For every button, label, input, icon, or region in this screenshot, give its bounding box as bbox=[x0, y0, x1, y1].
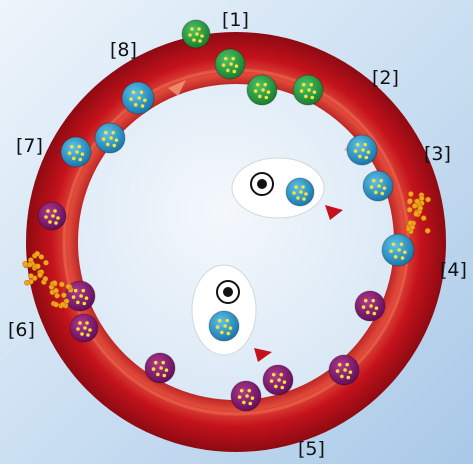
merozoite-dot bbox=[43, 260, 48, 265]
merozoite-dot bbox=[408, 191, 413, 196]
merozoite-dot bbox=[23, 261, 28, 266]
blue-cell bbox=[363, 171, 393, 201]
green-cell bbox=[182, 20, 210, 48]
merozoite-dot bbox=[421, 216, 426, 221]
purple-cell bbox=[231, 381, 261, 411]
merozoite-dot bbox=[35, 264, 40, 269]
merozoite-dot bbox=[24, 280, 29, 285]
green-cell bbox=[293, 75, 323, 105]
purple-cell bbox=[355, 291, 385, 321]
stage-label-3: [3] bbox=[424, 143, 451, 165]
purple-cell bbox=[145, 353, 175, 383]
stage-label-6: [6] bbox=[8, 319, 35, 341]
merozoite-dot bbox=[53, 288, 58, 293]
merozoite-dot bbox=[415, 199, 420, 204]
stage-label-1: [1] bbox=[222, 9, 249, 31]
green-cell bbox=[215, 49, 245, 79]
purple-cell bbox=[38, 202, 66, 230]
blue-cell bbox=[286, 178, 314, 206]
merozoite-dot bbox=[53, 302, 58, 307]
merozoite-dot bbox=[419, 196, 424, 201]
merozoite-dot bbox=[425, 197, 430, 202]
merozoite-dot bbox=[55, 293, 60, 298]
merozoite-dot bbox=[418, 205, 423, 210]
purple-cell bbox=[70, 314, 98, 342]
merozoite-dot bbox=[412, 203, 417, 208]
purple-cell bbox=[263, 365, 293, 395]
blue-cell bbox=[122, 82, 154, 114]
merozoite-dot bbox=[35, 251, 40, 256]
merozoite-dot bbox=[59, 282, 64, 287]
merozoite-dot bbox=[60, 302, 65, 307]
stage-label-8: [8] bbox=[110, 39, 137, 61]
blue-cell bbox=[347, 135, 377, 165]
blue-cell bbox=[61, 137, 91, 167]
merozoite-dot bbox=[414, 211, 419, 216]
merozoite-dot bbox=[52, 280, 57, 285]
green-cell bbox=[247, 75, 277, 105]
stage-label-2: [2] bbox=[372, 67, 399, 89]
merozoite-dot bbox=[407, 207, 412, 212]
merozoite-dot bbox=[37, 273, 42, 278]
blue-cell bbox=[382, 234, 414, 266]
stage-label-5: [5] bbox=[298, 438, 325, 460]
blue-cell bbox=[209, 311, 239, 341]
merozoite-dot bbox=[425, 228, 430, 233]
merozoite-dot bbox=[410, 225, 415, 230]
merozoite-dot bbox=[27, 262, 32, 267]
merozoite-dot bbox=[61, 293, 66, 298]
merozoite-dot bbox=[43, 276, 48, 281]
purple-cell bbox=[329, 355, 359, 385]
merozoite-dot bbox=[407, 198, 412, 203]
merozoite-dot bbox=[66, 284, 71, 289]
blue-cell bbox=[95, 123, 125, 153]
stage-label-4: [4] bbox=[440, 259, 467, 281]
stage-label-7: [7] bbox=[16, 135, 43, 157]
merozoite-dot bbox=[28, 273, 33, 278]
